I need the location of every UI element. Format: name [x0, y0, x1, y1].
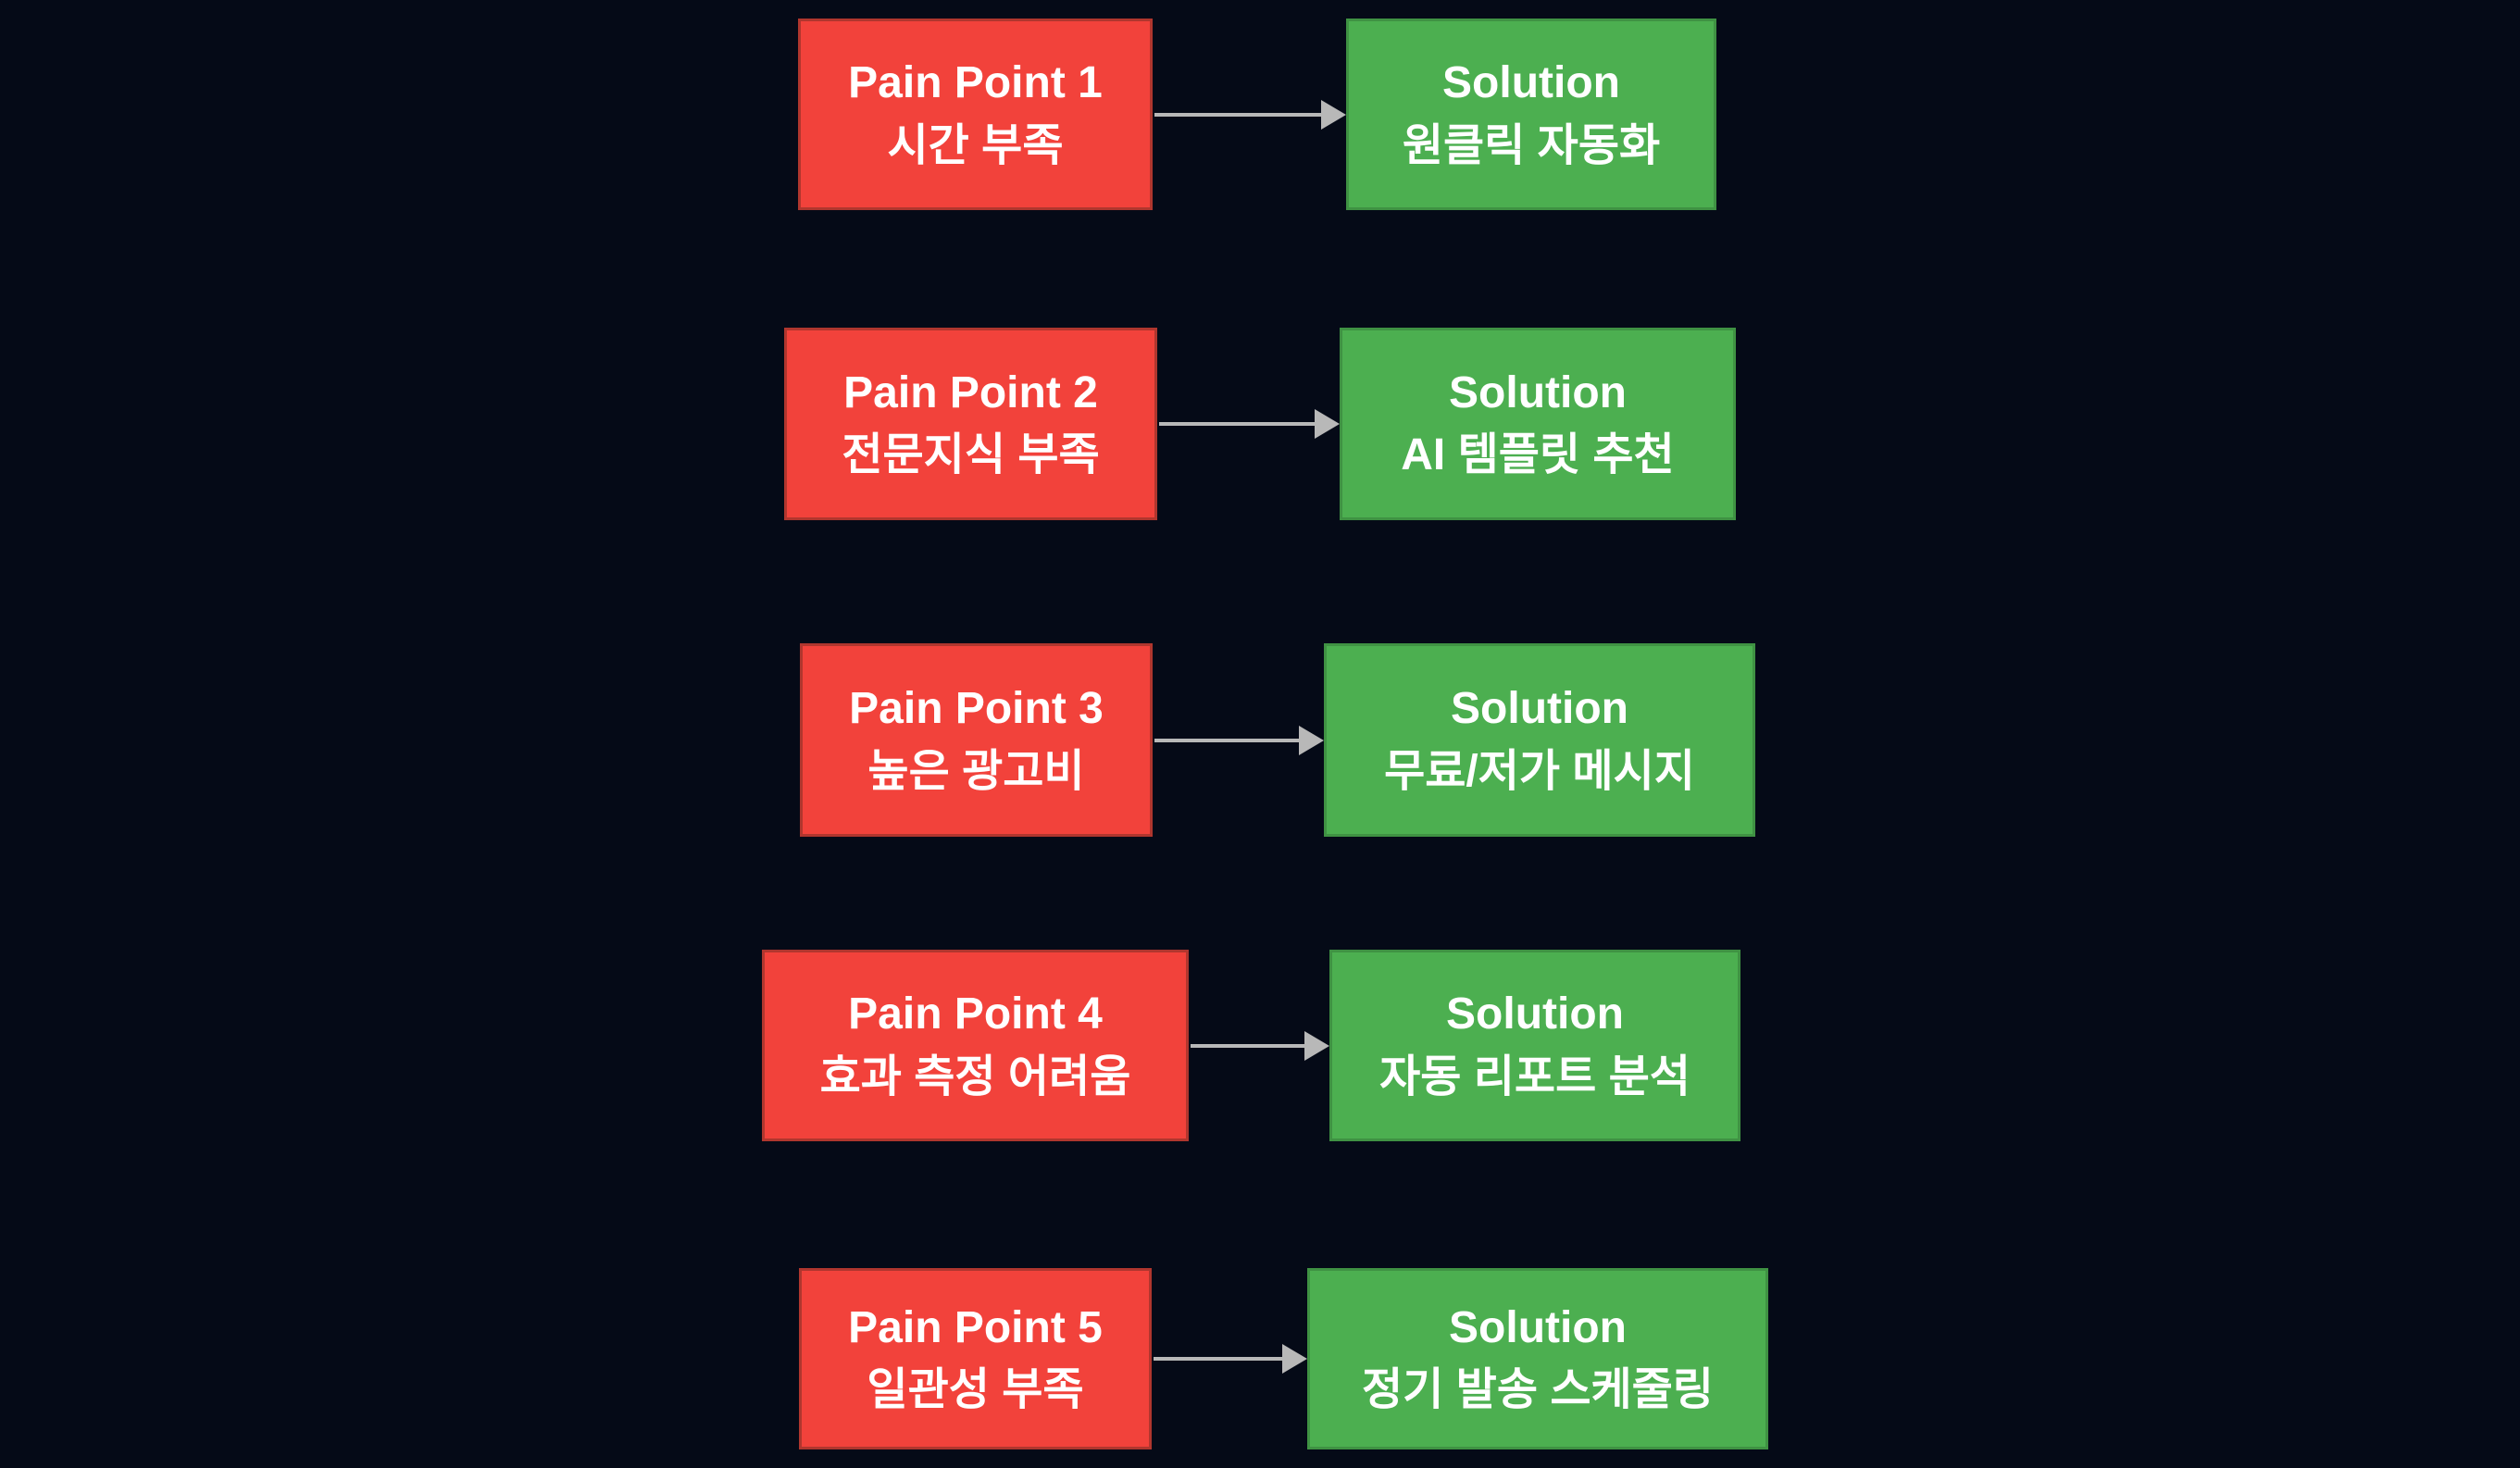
arrow-shaft [1191, 1043, 1304, 1048]
pain-point-3-box: Pain Point 3 높은 광고비 [800, 643, 1153, 837]
pain-point-4-title: Pain Point 4 [848, 989, 1103, 1039]
solution-5-title: Solution [1449, 1302, 1627, 1352]
pain-point-1-box: Pain Point 1 시간 부족 [798, 19, 1153, 210]
pain-point-2-text: 전문지식 부족 [842, 430, 1100, 479]
solution-4-text: 자동 리포트 분석 [1379, 1051, 1690, 1101]
arrow-right-icon [1154, 725, 1324, 755]
arrow-head [1321, 99, 1346, 130]
pain-point-5-box: Pain Point 5 일관성 부족 [799, 1268, 1152, 1449]
solution-5-box: Solution 정기 발송 스케줄링 [1307, 1268, 1768, 1449]
solution-1-text: 원클릭 자동화 [1402, 120, 1661, 170]
solution-2-box: Solution AI 템플릿 추천 [1340, 328, 1736, 520]
arrow-right-icon [1154, 99, 1346, 130]
mapping-row-3: Pain Point 3 높은 광고비 Solution 무료/저가 메시지 [0, 643, 2520, 837]
solution-3-text: 무료/저가 메시지 [1384, 746, 1695, 796]
pain-point-1-text: 시간 부족 [887, 120, 1064, 170]
arrow-head [1282, 1344, 1307, 1374]
pain-point-5-text: 일관성 부족 [867, 1365, 1084, 1414]
solution-4-title: Solution [1446, 989, 1624, 1039]
arrow-shaft [1159, 422, 1315, 426]
arrow-shaft [1154, 738, 1299, 742]
pain-point-4-text: 효과 측정 어려움 [819, 1051, 1131, 1101]
solution-3-title: Solution [1451, 684, 1628, 734]
pain-point-1-title: Pain Point 1 [848, 58, 1103, 108]
pain-point-4-box: Pain Point 4 효과 측정 어려움 [762, 950, 1189, 1141]
pain-point-2-box: Pain Point 2 전문지식 부족 [784, 328, 1157, 520]
mapping-row-4: Pain Point 4 효과 측정 어려움 Solution 자동 리포트 분… [0, 950, 2520, 1141]
arrow-right-icon [1154, 1344, 1307, 1374]
pain-point-3-title: Pain Point 3 [849, 684, 1104, 734]
solution-5-text: 정기 발송 스케줄링 [1362, 1365, 1714, 1414]
pain-point-2-title: Pain Point 2 [843, 367, 1098, 417]
solution-3-box: Solution 무료/저가 메시지 [1324, 643, 1755, 837]
arrow-head [1299, 725, 1324, 755]
arrow-right-icon [1159, 409, 1340, 439]
solution-1-box: Solution 원클릭 자동화 [1346, 19, 1716, 210]
arrow-head [1304, 1030, 1329, 1061]
mapping-row-1: Pain Point 1 시간 부족 Solution 원클릭 자동화 [0, 19, 2520, 210]
solution-4-box: Solution 자동 리포트 분석 [1329, 950, 1740, 1141]
arrow-shaft [1154, 112, 1321, 117]
mapping-row-5: Pain Point 5 일관성 부족 Solution 정기 발송 스케줄링 [0, 1268, 2520, 1449]
mapping-row-2: Pain Point 2 전문지식 부족 Solution AI 템플릿 추천 [0, 328, 2520, 520]
arrow-right-icon [1191, 1030, 1329, 1061]
pain-point-3-text: 높은 광고비 [867, 746, 1085, 796]
solution-1-title: Solution [1442, 58, 1620, 108]
arrow-shaft [1154, 1357, 1282, 1361]
arrow-head [1315, 409, 1340, 439]
solution-2-text: AI 템플릿 추천 [1401, 430, 1675, 479]
pain-point-5-title: Pain Point 5 [848, 1302, 1103, 1352]
solution-2-title: Solution [1449, 367, 1627, 417]
